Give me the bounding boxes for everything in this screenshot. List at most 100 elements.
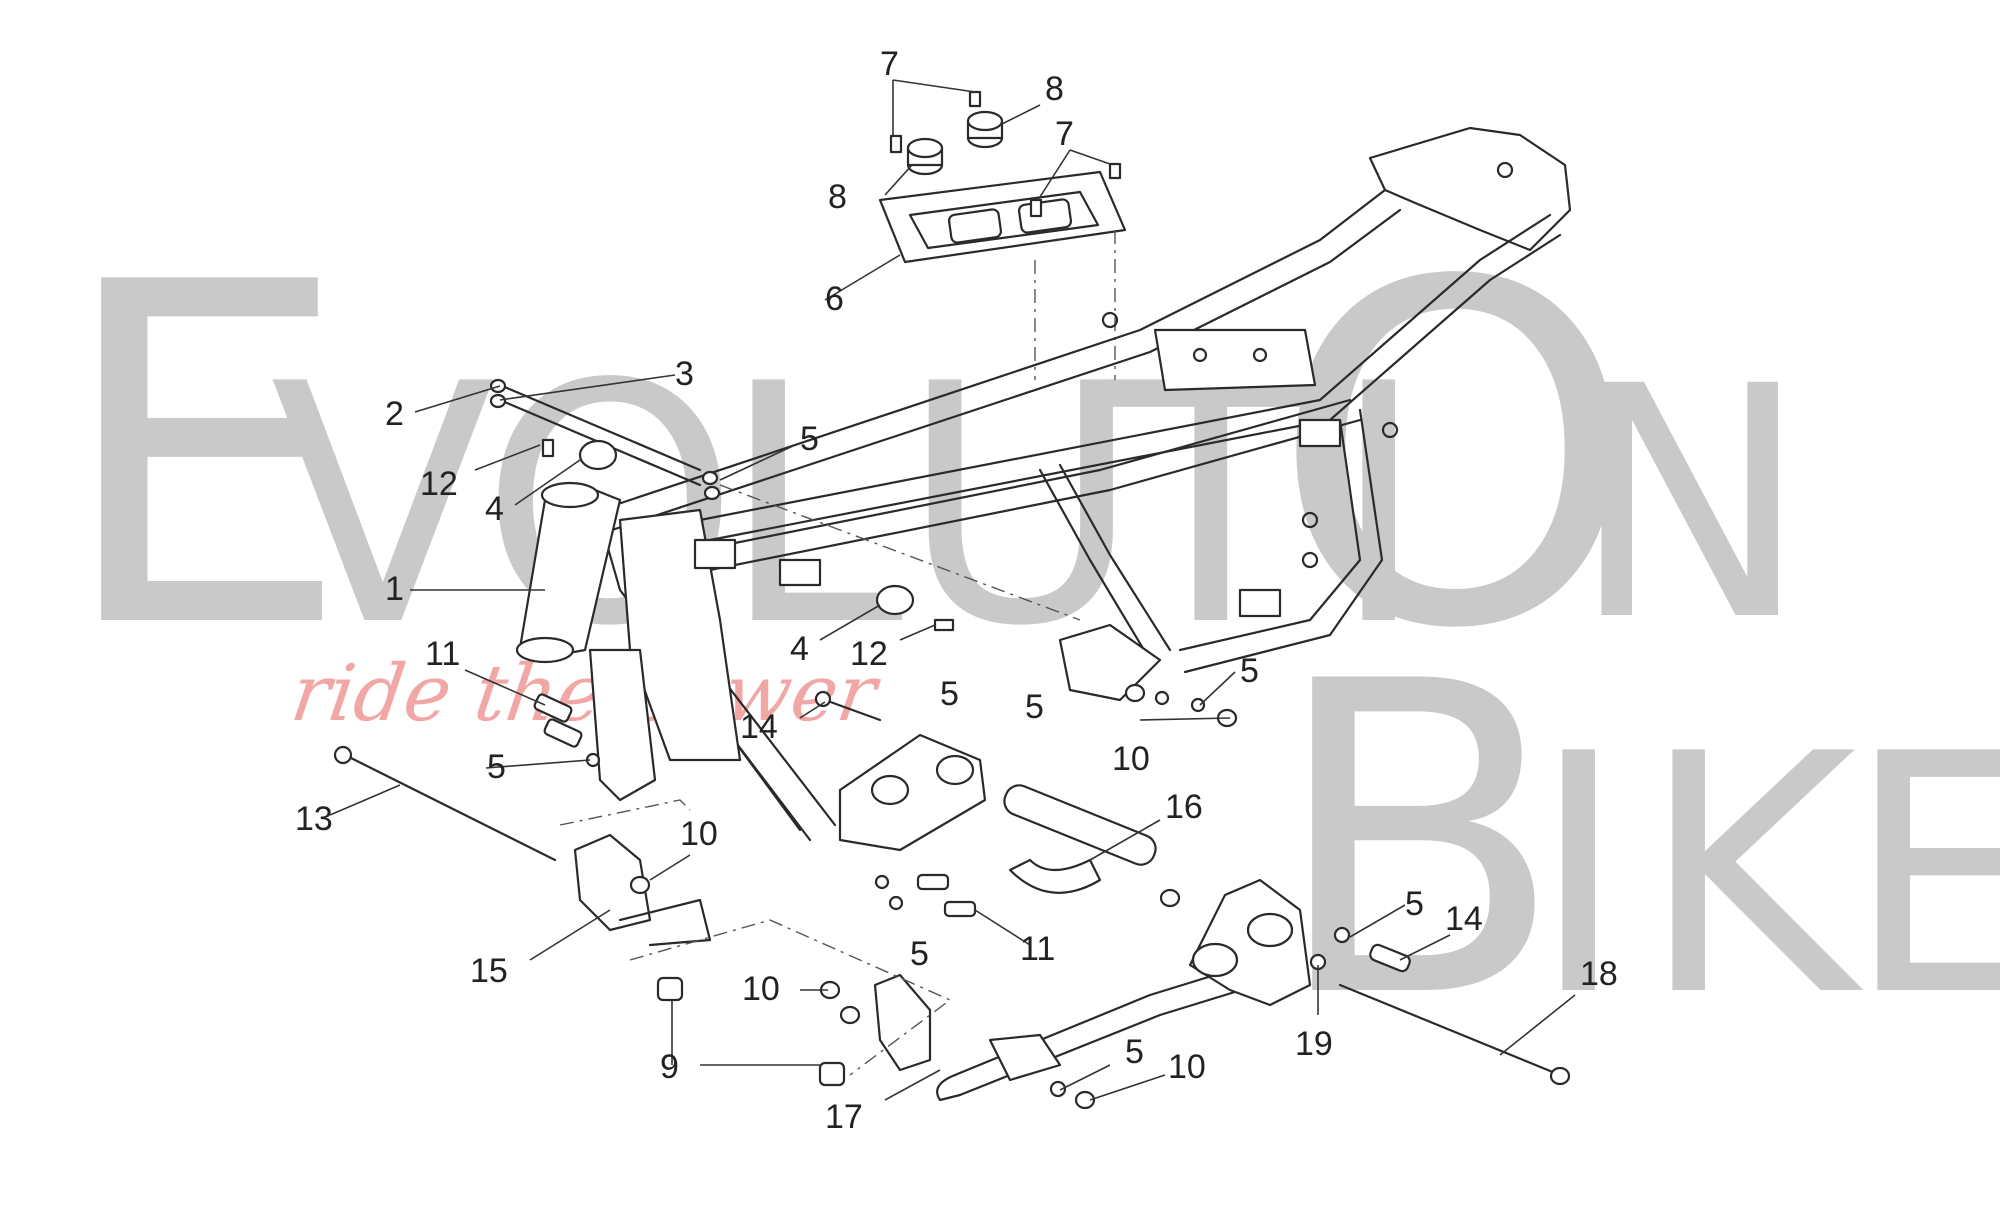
brace-hole-1 — [1192, 347, 1208, 363]
nut-10-center — [1124, 683, 1146, 703]
leader-4b — [819, 604, 881, 641]
front-lower-mount — [333, 693, 712, 947]
rear-fender-plate — [1368, 126, 1572, 252]
tray-slot-left — [947, 208, 1003, 244]
leader-18 — [1499, 994, 1576, 1056]
bolt-11-rear-1 — [916, 873, 950, 891]
lower-cradle — [629, 878, 1571, 1110]
engine-hanger-plate — [838, 733, 987, 852]
callout-17: 17 — [825, 1098, 863, 1136]
callout-5b: 5 — [940, 675, 959, 713]
leader-14b — [1399, 934, 1451, 961]
leader-17 — [884, 1069, 941, 1101]
leader-8a — [999, 104, 1041, 126]
leader-12b — [899, 624, 936, 641]
leader-13 — [329, 784, 401, 816]
leader-5c — [1199, 671, 1236, 706]
callout-labels: 1 2 3 4 4 5 5 5 5 5 5 5 5 6 7 7 8 8 9 10… — [295, 45, 1618, 1136]
callout-18: 18 — [1580, 955, 1618, 993]
callout-12b: 12 — [850, 635, 888, 673]
watermark-slogan: ride the power — [286, 648, 886, 739]
nut-10-low-2 — [839, 1005, 861, 1025]
watermark-letter-e: E — [55, 184, 352, 731]
long-bolt-13 — [343, 753, 557, 862]
battery-tray-plate — [878, 170, 1127, 264]
callout-5a: 5 — [800, 420, 819, 458]
spacer-9-top — [656, 976, 684, 1002]
leader-5d — [1349, 904, 1406, 938]
dash-bolt-path — [719, 484, 1081, 621]
washer-5-center-1 — [1154, 690, 1170, 706]
bracket-a — [693, 538, 737, 570]
callout-4a: 4 — [485, 490, 504, 528]
nut-10-left — [629, 875, 651, 895]
leader-11b — [974, 909, 1031, 946]
hanger-boss-1 — [870, 774, 910, 806]
callout-6: 6 — [825, 280, 844, 318]
callout-5d: 5 — [1240, 652, 1259, 690]
watermark-letter-n: N — [1570, 319, 1809, 691]
watermark-letter-k: K — [1640, 684, 1867, 1068]
tray-screw-1 — [889, 134, 903, 154]
grommet-right-top — [966, 110, 1004, 132]
callout-11a: 11 — [425, 635, 460, 673]
bolt-11-1 — [533, 693, 573, 723]
cross-tube — [648, 398, 1352, 562]
spacer-tube-16 — [1003, 784, 1157, 866]
bushing-4-bottom — [875, 584, 915, 616]
callout-10d: 10 — [1168, 1048, 1206, 1086]
tray-screw-2 — [968, 90, 982, 108]
bolt-11-rear-2 — [943, 900, 977, 918]
tray-slot-right — [1017, 198, 1073, 234]
engine-mount-lug — [1058, 623, 1162, 702]
bushing-4-top — [578, 439, 618, 471]
leader-2 — [414, 385, 501, 413]
long-bolts — [489, 378, 1081, 632]
washer-5-low — [1049, 1080, 1067, 1098]
tray-screw-4 — [1108, 162, 1122, 180]
seat-cross-brace — [1153, 328, 1317, 392]
washer-5-center-2 — [1190, 697, 1206, 713]
leader-7b-1 — [1069, 149, 1111, 165]
dash-cradle — [629, 919, 952, 1076]
battery-tray-rim — [908, 190, 1100, 250]
washer-5-top-1 — [701, 470, 719, 486]
callout-1: 1 — [385, 570, 404, 608]
callout-7b: 7 — [1055, 115, 1074, 153]
center-fasteners — [1124, 683, 1238, 728]
watermark-letter-b: B — [1270, 592, 1565, 1092]
callout-5c: 5 — [1025, 688, 1044, 726]
frame-bolt-1 — [1301, 511, 1319, 529]
leader-lines — [329, 79, 1576, 1101]
bolt-12-bottom — [933, 618, 955, 632]
callout-16: 16 — [1165, 788, 1203, 826]
watermark-letter-l: L — [720, 314, 906, 698]
center-tube — [1038, 468, 1152, 662]
long-bolt-2 — [498, 383, 702, 472]
bracket-b — [778, 558, 822, 587]
cross-tube-inner — [658, 418, 1362, 582]
callout-8b: 8 — [828, 178, 847, 216]
watermark: E V O L U T I O N B I K E ride the power — [55, 184, 2000, 1092]
leader-6 — [824, 254, 901, 301]
grommet-left-top — [906, 137, 944, 159]
callout-10b: 10 — [680, 815, 718, 853]
leader-5b — [485, 759, 591, 769]
cradle-bracket-left — [873, 973, 932, 1072]
bolt-13-head — [333, 745, 353, 765]
callout-8a: 8 — [1045, 70, 1064, 108]
nut-10-low-3 — [1074, 1090, 1096, 1110]
washer-5-right — [1333, 926, 1351, 944]
bolt-14-right — [1369, 943, 1411, 973]
callout-3: 3 — [675, 355, 694, 393]
callout-12a: 12 — [420, 465, 458, 503]
leader-4a — [514, 459, 581, 506]
watermark-letter-e2: E — [1845, 684, 2000, 1068]
frame-bolt-3 — [1101, 311, 1119, 329]
top-tube-left-inner — [610, 208, 1402, 532]
spacer-9-bottom — [818, 1061, 846, 1087]
callout-10a: 10 — [1112, 740, 1150, 778]
leader-14a — [799, 701, 826, 719]
